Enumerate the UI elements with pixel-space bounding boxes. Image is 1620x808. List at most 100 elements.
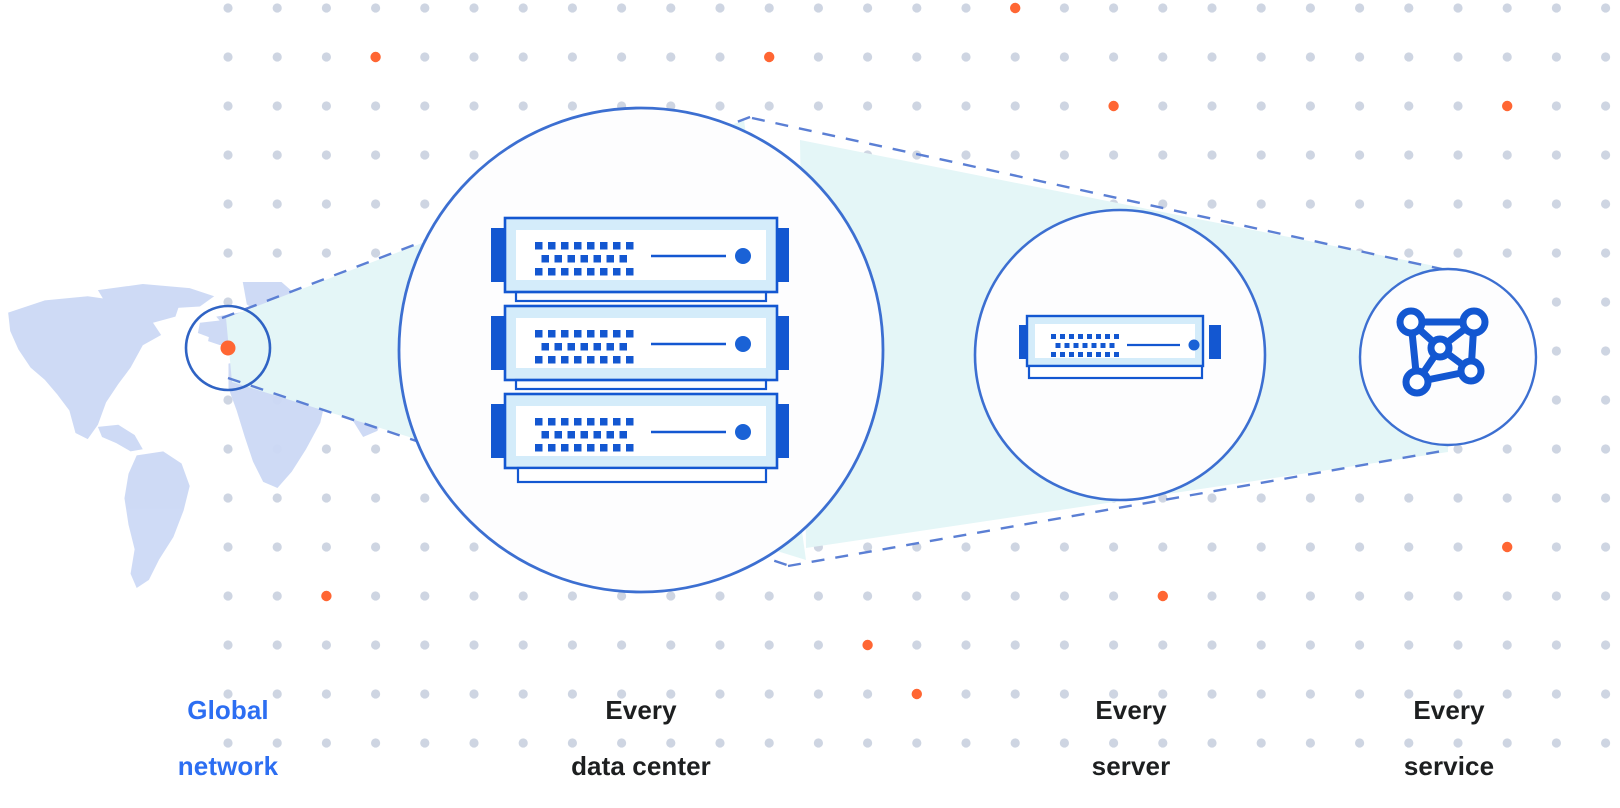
grid-dot — [961, 640, 971, 650]
led-dot — [535, 268, 543, 276]
led-dot — [1078, 352, 1083, 357]
grid-dot — [1601, 3, 1611, 13]
grid-dot — [1158, 150, 1168, 160]
grid-dot — [1207, 101, 1217, 111]
grid-dot — [1305, 101, 1315, 111]
grid-dot — [371, 150, 381, 160]
grid-dot — [371, 640, 381, 650]
grid-dot — [1502, 199, 1512, 209]
led-dot — [1091, 343, 1097, 348]
grid-dot — [321, 444, 331, 454]
grid-dot — [518, 738, 528, 748]
grid-dot — [371, 493, 381, 503]
led-dot — [626, 418, 634, 426]
map-zoom-circle — [184, 304, 272, 392]
grid-dot — [1355, 689, 1365, 699]
rack-dot-matrix-2 — [535, 330, 634, 364]
grid-dot — [1109, 640, 1119, 650]
grid-dot — [518, 591, 528, 601]
grid-dot — [1453, 199, 1463, 209]
led-dot — [1105, 334, 1110, 339]
led-dot — [574, 242, 582, 250]
grid-dot — [371, 199, 381, 209]
grid-dot — [567, 3, 578, 13]
map-location-marker — [220, 340, 236, 356]
label-line-1: Every — [1413, 695, 1485, 726]
led-dot — [574, 268, 582, 276]
grid-dot — [1404, 150, 1414, 160]
label-line-2: service — [1403, 751, 1495, 782]
led-dot — [561, 418, 569, 426]
grid-dot — [223, 150, 233, 160]
grid-dot — [1601, 689, 1611, 699]
grid-dot — [1404, 591, 1414, 601]
grid-dot — [223, 199, 233, 209]
grid-dot — [469, 689, 479, 699]
led-dot — [1051, 352, 1056, 357]
grid-dot — [863, 52, 873, 62]
grid-dot — [321, 248, 331, 258]
grid-dot — [518, 52, 528, 62]
grid-dot — [1207, 689, 1217, 699]
grid-dot — [272, 738, 282, 748]
label-line-2: server — [1091, 751, 1171, 782]
led-dot — [1114, 352, 1119, 357]
grid-dot — [469, 3, 479, 13]
led-dot — [600, 444, 608, 452]
grid-dot — [1158, 542, 1168, 552]
grid-dot — [1601, 591, 1611, 601]
grid-dot — [1158, 3, 1168, 13]
grid-dot — [617, 3, 627, 13]
grid-dot — [1453, 640, 1463, 650]
grid-dot — [1158, 689, 1168, 699]
led-dot — [600, 242, 608, 250]
grid-dot — [1551, 493, 1561, 503]
grid-dot — [469, 542, 479, 552]
grid-dot — [1355, 150, 1365, 160]
grid-dot — [1453, 101, 1463, 111]
grid-dot — [1404, 493, 1414, 503]
grid-dot — [961, 3, 971, 13]
led-dot — [548, 330, 556, 338]
grid-dot — [1453, 493, 1463, 503]
led-dot — [619, 431, 627, 439]
led-dot — [626, 242, 634, 250]
grid-dot — [518, 3, 528, 13]
grid-dot — [1453, 150, 1463, 160]
grid-dot — [863, 3, 873, 13]
grid-dot — [223, 395, 233, 405]
grid-dot — [1601, 738, 1611, 748]
stage-illustrations — [184, 106, 1538, 594]
label-line-2: data center — [571, 751, 711, 782]
grid-dot — [420, 640, 430, 650]
grid-dot — [961, 738, 971, 748]
grid-dot — [813, 52, 824, 62]
grid-dot — [567, 52, 578, 62]
grid-dot — [371, 3, 381, 13]
led-dot — [541, 255, 549, 263]
grid-dot — [1551, 591, 1561, 601]
grid-dot — [321, 52, 331, 62]
grid-dot — [223, 248, 233, 258]
led-dot — [541, 343, 549, 351]
grid-dot — [1551, 395, 1561, 405]
grid-dot — [1551, 689, 1561, 699]
grid-dot — [518, 689, 528, 699]
grid-dot — [1059, 542, 1069, 552]
grid-dot-accent — [911, 688, 922, 700]
led-dot — [600, 356, 608, 364]
led-dot — [548, 242, 556, 250]
grid-dot — [321, 199, 331, 209]
grid-dot — [420, 3, 430, 13]
led-dot — [567, 255, 575, 263]
led-dot — [561, 268, 569, 276]
grid-dot — [1453, 689, 1463, 699]
grid-dot — [813, 640, 824, 650]
grid-dot — [1059, 738, 1069, 748]
grid-dot — [1453, 444, 1463, 454]
led-dot — [606, 431, 614, 439]
grid-dot — [863, 542, 873, 552]
grid-dot — [1059, 52, 1069, 62]
led-dot — [554, 431, 562, 439]
grid-dot — [1010, 150, 1020, 160]
